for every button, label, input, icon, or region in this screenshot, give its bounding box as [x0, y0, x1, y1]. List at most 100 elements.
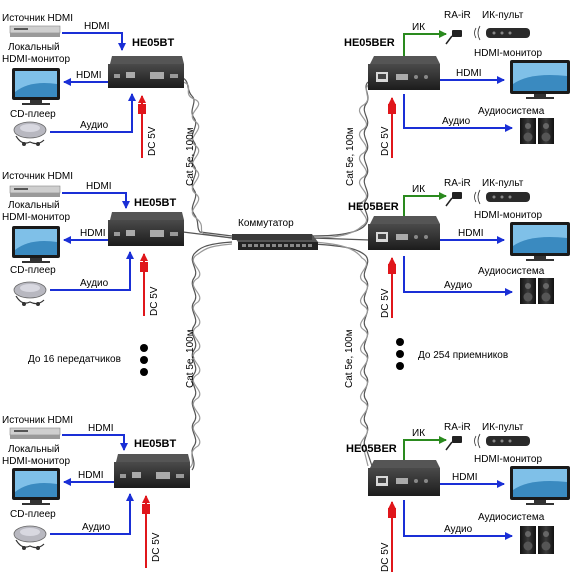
- speakers: [520, 118, 554, 144]
- ir-remote: [486, 436, 530, 446]
- hdmi-label: HDMI: [84, 21, 110, 32]
- receiver-device-1: [368, 56, 440, 90]
- transmitters-count-label: До 16 передатчиков: [28, 354, 121, 365]
- ir-label: ИК: [412, 22, 425, 33]
- cd-player: [13, 281, 47, 306]
- cable-tx1: [182, 77, 233, 237]
- dc-label: DC 5V: [147, 126, 158, 156]
- cd-player-label: CD-плеер: [10, 265, 56, 276]
- transmitter-model-label: HE05BT: [134, 197, 176, 209]
- hdmi-source-player: [9, 427, 61, 439]
- transmitter-group-3: Источник HDMI Локальный HDMI-монитор CD-…: [2, 415, 190, 568]
- receiver-model-label: HE05BER: [346, 443, 397, 455]
- transmitter-device-2: [108, 212, 184, 246]
- cable-rx2: [311, 237, 371, 241]
- ir-remote: [486, 192, 530, 202]
- ir-remote: [486, 28, 530, 38]
- audio-label: Аудио: [444, 524, 473, 535]
- hdmi-monitor-label: HDMI-монитор: [474, 210, 542, 221]
- ir-label: ИК: [412, 184, 425, 195]
- ir-remote-label: ИК-пульт: [482, 178, 524, 189]
- transmitter-model-label: HE05BT: [134, 438, 176, 450]
- remote-hdmi-monitor: [510, 466, 570, 505]
- receivers-count-label: До 254 приемников: [418, 350, 508, 361]
- switch-label: Коммутатор: [238, 218, 294, 229]
- remote-hdmi-monitor: [510, 222, 570, 261]
- receiver-group-2: HE05BER ИК RA-iR ИК-пульт HDMI-монитор: [348, 178, 570, 318]
- hdmi-label: HDMI: [456, 68, 482, 79]
- cd-player: [13, 525, 47, 550]
- signal-waves-icon: [474, 25, 481, 41]
- hdmi-label: HDMI: [458, 228, 484, 239]
- ra-ir-label: RA-iR: [444, 178, 471, 189]
- cable-label-rx-lower: Cat 5e, 100м: [344, 329, 355, 388]
- hdmi-source-label: Источник HDMI: [2, 415, 73, 426]
- audio-label: Аудио: [442, 116, 471, 127]
- cd-player: [13, 121, 47, 146]
- cable-label-rx-upper: Cat 5e, 100м: [345, 127, 356, 186]
- receiver-device-3: [368, 460, 440, 496]
- receiver-group-1: HE05BER ИК RA-iR ИК-пульт HDMI-монитор: [344, 10, 570, 158]
- signal-waves-icon: [474, 433, 481, 449]
- audio-label: Аудио: [82, 522, 111, 533]
- hdmi-label: HDMI: [452, 472, 478, 483]
- audio-label: Аудио: [80, 120, 109, 131]
- audio-label: Аудио: [80, 278, 109, 289]
- receiver-model-label: HE05BER: [344, 37, 395, 49]
- transmitter-device-1: [108, 56, 184, 88]
- audio-system-label: Аудиосистема: [478, 512, 545, 523]
- transmitter-group-1: Источник HDMI Локальный HDMI-монитор CD-…: [2, 13, 184, 158]
- receiver-device-2: [368, 216, 440, 250]
- hdmi-source-player: [9, 25, 61, 37]
- transmitter-device-3: [114, 454, 190, 488]
- dc-label: DC 5V: [380, 126, 391, 156]
- cable-rx3: [311, 243, 373, 467]
- cd-player-label: CD-плеер: [10, 109, 56, 120]
- hdmi-label: HDMI: [86, 181, 112, 192]
- hdmi-label: HDMI: [78, 470, 104, 481]
- network-switch: [232, 234, 318, 250]
- hdmi-label: HDMI: [76, 70, 102, 81]
- hdmi-label: HDMI: [80, 228, 106, 239]
- audio-label: Аудио: [444, 280, 473, 291]
- local-monitor-label-2: HDMI-монитор: [2, 54, 70, 65]
- ellipsis-receivers: [396, 338, 404, 370]
- ir-receiver-sensor: [445, 30, 462, 45]
- cd-player-label: CD-плеер: [10, 509, 56, 520]
- signal-waves-icon: [474, 189, 481, 205]
- local-monitor: [12, 68, 60, 105]
- ir-label: ИК: [412, 428, 425, 439]
- speakers: [520, 278, 554, 304]
- transmitter-group-2: Источник HDMI Локальный HDMI-монитор CD-…: [2, 171, 184, 316]
- local-monitor-label-1: Локальный: [8, 42, 60, 53]
- local-monitor-label-1: Локальный: [8, 200, 60, 211]
- ra-ir-label: RA-iR: [444, 10, 471, 21]
- local-monitor-label-2: HDMI-монитор: [2, 456, 70, 467]
- cable-label-tx-upper: Cat 5e, 100м: [185, 127, 196, 186]
- hdmi-label: HDMI: [88, 423, 114, 434]
- dc-label: DC 5V: [380, 542, 391, 572]
- audio-system-label: Аудиосистема: [478, 266, 545, 277]
- remote-hdmi-monitor: [510, 60, 570, 99]
- hdmi-source-label: Источник HDMI: [2, 13, 73, 24]
- cable-tx3: [191, 241, 233, 471]
- local-monitor-label-2: HDMI-монитор: [2, 212, 70, 223]
- hdmi-monitor-label: HDMI-монитор: [474, 454, 542, 465]
- ir-remote-label: ИК-пульт: [482, 422, 524, 433]
- hdmi-source-player: [9, 185, 61, 197]
- ir-receiver-sensor: [445, 192, 462, 207]
- speakers: [520, 526, 554, 554]
- ir-remote-label: ИК-пульт: [482, 10, 524, 21]
- ellipsis-transmitters: [140, 344, 148, 376]
- receiver-model-label: HE05BER: [348, 201, 399, 213]
- hdmi-source-label: Источник HDMI: [2, 171, 73, 182]
- audio-system-label: Аудиосистема: [478, 106, 545, 117]
- cable-rx1: [311, 81, 369, 237]
- local-monitor: [12, 468, 60, 505]
- cable-tx2: [182, 231, 233, 239]
- network-cables: [182, 77, 373, 471]
- ir-receiver-sensor: [445, 436, 462, 451]
- local-monitor-label-1: Локальный: [8, 444, 60, 455]
- receiver-group-3: HE05BER ИК RA-iR ИК-пульт HDMI-монитор: [346, 422, 570, 572]
